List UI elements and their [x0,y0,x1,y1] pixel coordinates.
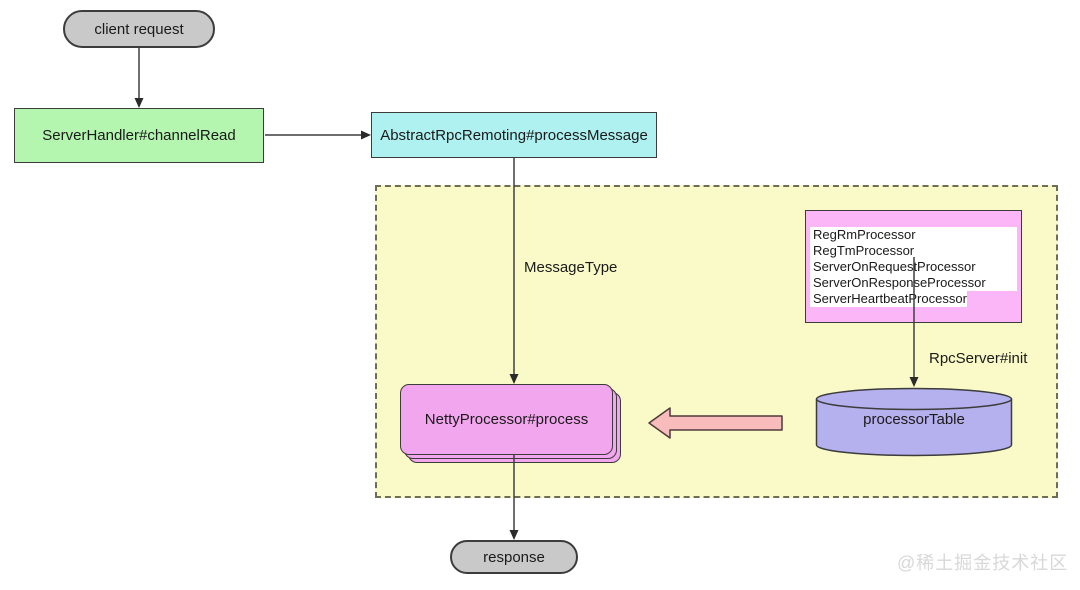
processor-list-item: ServerOnRequestProcessor [810,259,1017,275]
node-netty-processor-label: NettyProcessor#process [424,411,589,428]
edge-label-message-type: MessageType [524,259,618,276]
node-netty-processor: NettyProcessor#process [400,384,613,455]
node-abstract-rpc-remoting: AbstractRpcRemoting#processMessage [371,112,657,158]
processor-list-item: ServerOnResponseProcessor [810,275,1017,291]
node-processor-table: processorTable [815,387,1013,457]
node-processor-table-label: processorTable [863,411,965,428]
node-response-label: response [483,548,545,566]
node-response: response [450,540,578,574]
edge-label-rpc-server-init: RpcServer#init [929,350,1028,367]
watermark: @稀土掘金技术社区 [897,553,1069,573]
node-server-handler: ServerHandler#channelRead [14,108,264,163]
processor-list-item: RegRmProcessor [810,227,1017,243]
node-abstract-rpc-remoting-label: AbstractRpcRemoting#processMessage [380,126,648,144]
processor-list-box: RegRmProcessor RegTmProcessor ServerOnRe… [805,210,1022,323]
node-server-handler-label: ServerHandler#channelRead [42,127,236,144]
node-client-request-label: client request [94,20,184,38]
cylinder-shape [815,387,1013,457]
processor-list-item: ServerHeartbeatProcessor [810,291,968,307]
node-client-request: client request [63,10,215,48]
processor-list-item: RegTmProcessor [810,243,1017,259]
